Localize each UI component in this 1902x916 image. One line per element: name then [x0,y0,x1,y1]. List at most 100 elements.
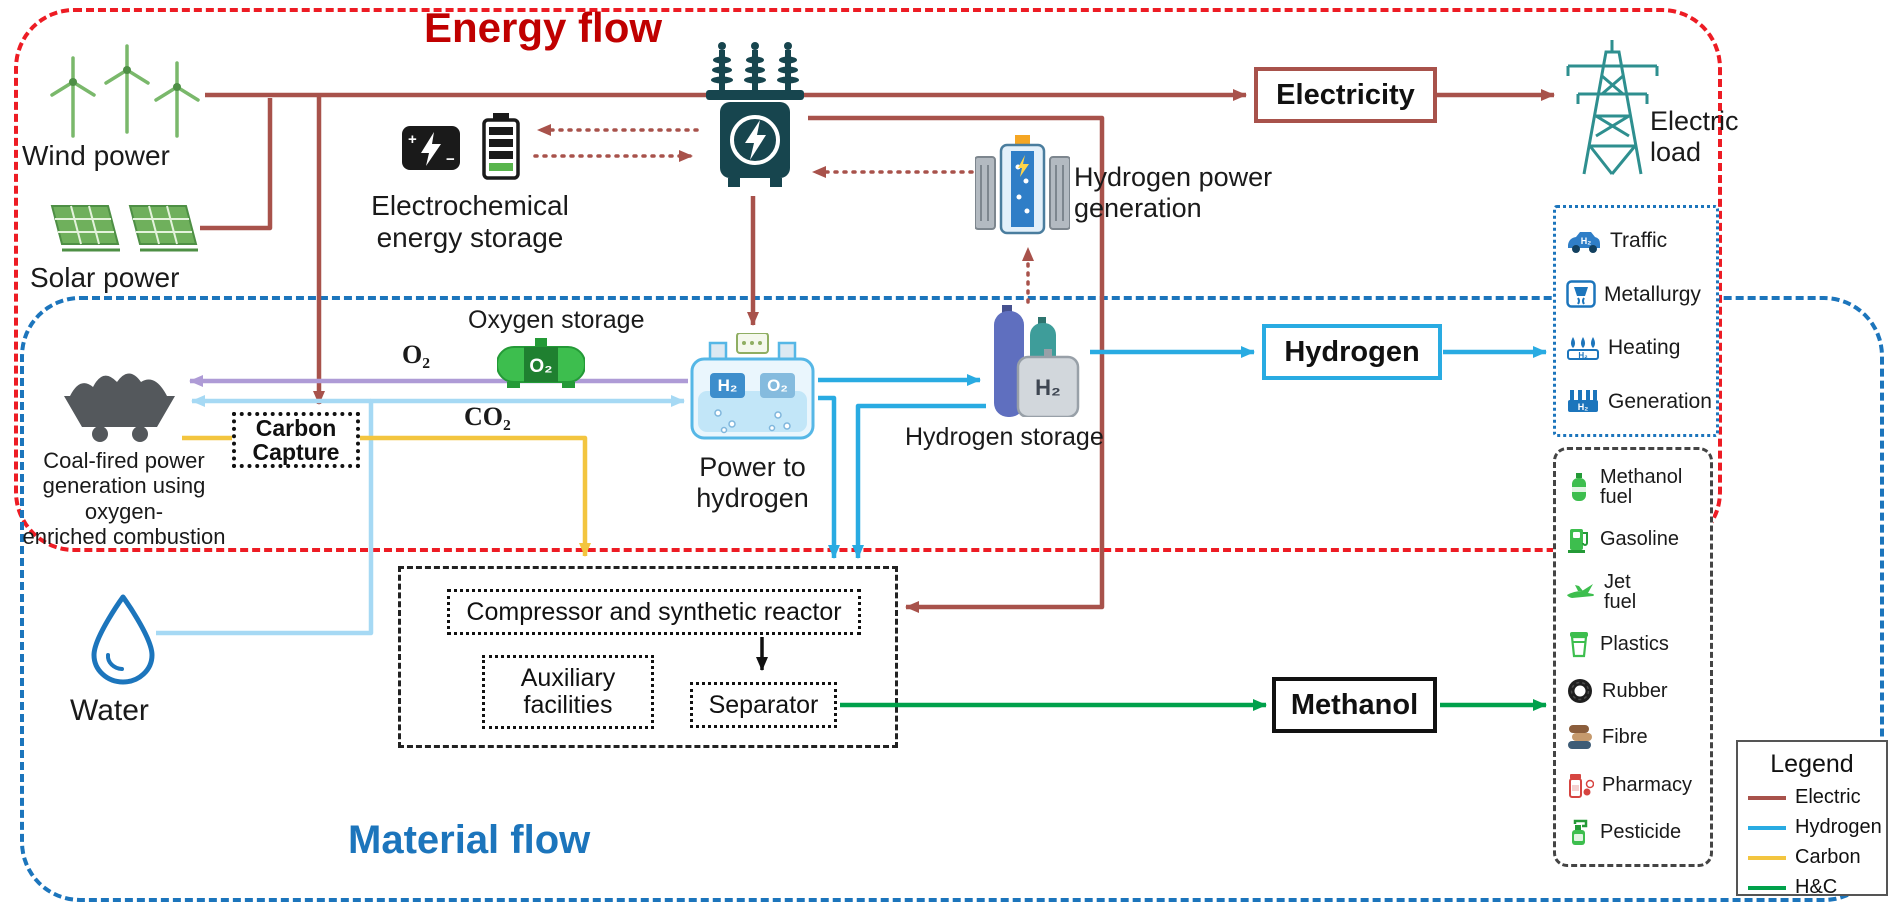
o2-flow-label: O₂ [402,340,431,369]
fuel-pump-icon [1566,524,1592,554]
legend-item-hydrogen: Hydrogen [1748,816,1882,839]
material-flow-title: Material flow [348,818,591,862]
hydrogen-power-generation-label: Hydrogen power generation [1074,162,1273,224]
heating-icon: H₂ [1566,334,1600,362]
legend-item-electric: Electric [1748,786,1876,809]
product-item-pharmacy: Pharmacy [1566,770,1706,800]
solar-feed-line [200,98,273,231]
electrolyzer-icon: H₂ O₂ [690,332,815,446]
auxiliary-facilities-box: Auxiliary facilities [482,655,654,729]
separator-label: Separator [708,690,819,719]
spray-icon [1566,817,1592,847]
product-item-plastics: Plastics [1566,629,1706,659]
separator-box: Separator [690,682,837,728]
transformer-icon [700,36,810,199]
product-label: Methanol fuel [1600,465,1683,508]
oxygen-tank-text: O₂ [529,356,552,377]
electrolyzer-h2-text: H₂ [718,376,738,395]
energy-flow-region [14,8,1722,552]
water-label: Water [70,694,149,727]
electric-load-label: Electric load [1650,106,1739,168]
heating-h2-badge: H₂ [1578,351,1588,360]
airplane-icon [1566,579,1596,605]
gas-cylinder-icon [1566,472,1592,502]
water-drop-icon [88,593,158,692]
generation-h2-badge: H₂ [1578,402,1589,412]
carbon-line-swatch [1748,855,1786,860]
power-plant-icon: H₂ [1566,387,1600,415]
car-h2-badge: H₂ [1581,236,1592,246]
solar-panels-icon [42,198,202,261]
electric-line-swatch [1748,795,1786,800]
application-label: Metallurgy [1604,282,1701,306]
furnace-icon [1566,280,1596,308]
coal-power-label: Coal-fired power generation using oxygen… [22,448,226,549]
legend-item-hc: H&C [1748,876,1876,899]
battery-icon: + − [400,110,530,187]
legend-title: Legend [1770,750,1854,778]
legend-label: H&C [1795,876,1838,898]
hydrogen-applications-panel: H₂ Traffic Metallurgy [1553,205,1719,437]
h2-storage-text: H₂ [1035,375,1061,400]
material-flow-region [20,296,1884,902]
cup-icon [1566,629,1592,659]
wind-turbines-icon [35,42,205,145]
legend-label: Electric [1795,786,1861,808]
methanol-products-panel: Methanol fuel Gasoline Jet fuel [1553,447,1713,867]
legend-label: Carbon [1795,846,1861,868]
svg-text:−: − [446,151,455,168]
methanol-box: Methanol [1272,677,1437,733]
electricity-box-label: Electricity [1276,78,1415,111]
electricity-to-synthesis-line [808,115,1105,613]
product-label: Jet fuel [1604,570,1637,613]
methanol-synthesis-region [398,566,898,748]
hydrogen-box: Hydrogen [1262,324,1442,380]
electrolyzer-o2-text: O₂ [767,376,788,395]
oxygen-tank-icon: O₂ [496,338,586,395]
oxygen-storage-label: Oxygen storage [468,306,645,334]
application-item-generation: H₂ Generation [1566,387,1712,415]
application-item-traffic: H₂ Traffic [1566,227,1712,255]
hydrogen-line-swatch [1748,825,1786,830]
hydrogen-tanks-icon: H₂ [988,305,1088,422]
compressor-reactor-label: Compressor and synthetic reactor [466,597,842,626]
product-item-pesticide: Pesticide [1566,817,1706,847]
product-label: Pharmacy [1602,773,1693,796]
solar-power-label: Solar power [30,262,180,293]
application-item-heating: H₂ Heating [1566,334,1712,362]
car-icon: H₂ [1566,227,1602,255]
fuel-cell-icon [974,135,1071,245]
co2-flow-label: CO₂ [464,402,511,431]
coal-cart-icon [62,352,177,447]
fabric-icon [1566,722,1594,752]
electricity-box: Electricity [1254,67,1437,123]
medicine-icon [1566,770,1594,800]
product-item-methanol-fuel: Methanol fuel [1566,467,1706,507]
compressor-reactor-box: Compressor and synthetic reactor [447,589,861,635]
carbon-capture-label: Carbon Capture [252,414,340,465]
storage-to-synthesis-line [852,403,986,559]
tire-icon [1566,677,1594,705]
svg-text:+: + [408,131,417,148]
product-label: Plastics [1600,633,1669,656]
carbon-capture-box: Carbon Capture [232,412,360,468]
auxiliary-facilities-label: Auxiliary facilities [520,663,616,719]
power-to-hydrogen-label: Power to hydrogen [696,452,809,514]
product-label: Gasoline [1600,528,1679,551]
application-label: Generation [1608,389,1712,413]
application-label: Traffic [1610,229,1668,253]
application-item-metallurgy: Metallurgy [1566,280,1712,308]
product-item-rubber: Rubber [1566,677,1706,705]
energy-flow-title: Energy flow [424,4,663,51]
methanol-box-label: Methanol [1290,688,1419,721]
electrochemical-storage-label: Electrochemical energy storage [371,190,569,254]
product-label: Rubber [1602,679,1668,702]
hydrogen-storage-label: Hydrogen storage [905,423,1104,451]
legend: Legend Electric Hydrogen Carbon H&C [1736,740,1888,899]
application-label: Heating [1608,336,1681,360]
transmission-tower-icon [1560,36,1665,181]
product-item-fibre: Fibre [1566,722,1706,752]
product-item-gasoline: Gasoline [1566,524,1706,554]
hc-line-swatch [1748,885,1786,890]
